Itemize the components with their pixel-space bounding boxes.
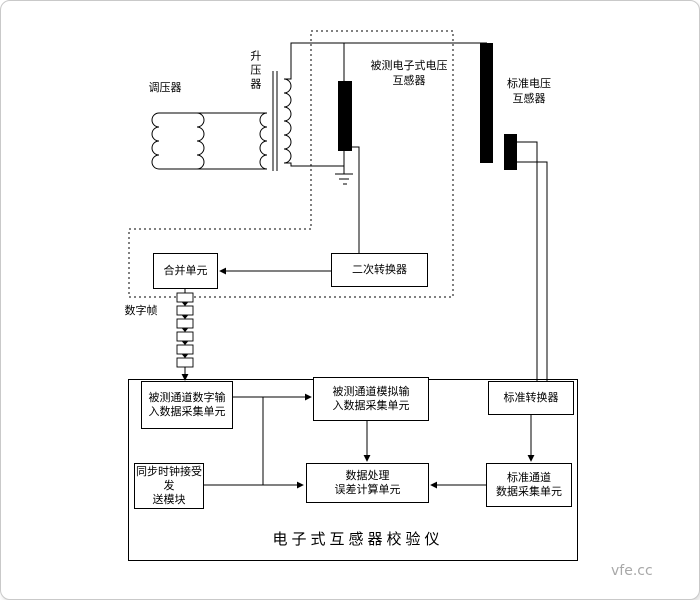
dotted-boundary [128,30,454,298]
data-processing-box: 数据处理 误差计算单元 [306,463,429,503]
ground-icon [335,166,353,185]
regulator-to-booster-wires [159,112,267,170]
sync-clock-box: 同步时钟接受发 送模块 [134,463,204,509]
secondary-converter-box: 二次转换器 [331,253,428,287]
standard-vt-output-wires [517,141,548,381]
hv-top-wire [284,42,487,80]
regulator-label: 调压器 [148,81,182,94]
standard-acquisition-box: 标准通道 数据采集单元 [486,463,572,507]
calibrator-title: 电子式互感器校验仪 [272,530,444,548]
booster-label: 升压器 [248,50,262,92]
merging-unit-box: 合并单元 [153,253,218,289]
standard-vt-label: 标准电压 互感器 [507,77,551,105]
hv-return-wire [284,162,344,167]
tested-vt-sensor-bar [338,81,352,151]
booster-secondary-winding-icon [283,78,292,164]
digital-acquisition-box: 被测通道数字输 入数据采集单元 [141,381,233,429]
regulator-winding-right-icon [196,112,205,170]
standard-vt-primary-bar [480,43,493,163]
regulator-winding-left-icon [151,112,160,170]
booster-primary-winding-icon [259,112,268,170]
digital-frame-cell-arrows [182,302,188,358]
tested-vt-label: 被测电子式电压 互感器 [370,59,448,87]
standard-vt-secondary-bar [504,134,517,170]
booster-core-icon [272,71,278,171]
analog-acquisition-box: 被测通道模拟输 入数据采集单元 [313,377,429,421]
watermark-text: vfe.cc [611,563,653,579]
tested-vt-secondary-wire [352,146,360,253]
digital-frame-label: 数字帧 [124,304,158,317]
standard-converter-box: 标准转换器 [488,381,574,415]
